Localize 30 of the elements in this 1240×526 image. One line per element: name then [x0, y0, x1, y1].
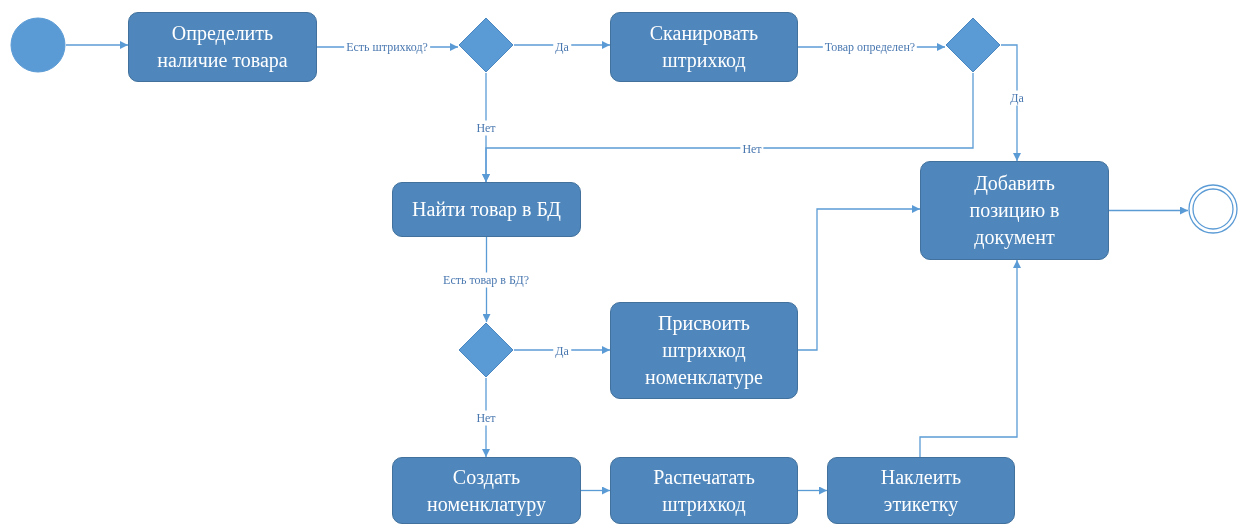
arrow	[919, 259, 1021, 458]
box-label: Найти товар в БД	[412, 197, 561, 223]
process-box	[392, 457, 581, 524]
arrow	[1108, 206, 1189, 215]
edge-label: Нет	[474, 410, 498, 426]
box-label: Наклеить этикетку	[879, 464, 963, 518]
arrow	[482, 72, 974, 183]
box-label: Добавить позицию в документ	[968, 171, 1061, 251]
process-box	[392, 182, 581, 237]
arrow	[797, 486, 828, 495]
edge-label: Нет	[474, 120, 498, 136]
process-box	[920, 161, 1109, 260]
arrow	[65, 41, 129, 49]
process-box	[827, 457, 1015, 524]
arrow	[1000, 44, 1021, 162]
box-label: Определить наличие товара	[156, 21, 289, 74]
process-box	[610, 302, 798, 399]
process-box	[610, 457, 798, 524]
box-label: Сканировать штрихкод	[648, 21, 760, 74]
arrow	[580, 486, 611, 495]
process-box	[128, 12, 317, 82]
arrow	[513, 41, 611, 49]
arrow	[513, 346, 611, 354]
box-label: Создать номенклатуру	[426, 464, 547, 518]
process-box	[610, 12, 798, 82]
edge-label: Да	[1008, 90, 1026, 106]
box-label: Присвоить штрихкод номенклатуре	[644, 311, 764, 391]
edge-label: Есть товар в БД?	[441, 272, 531, 288]
box-label: Распечатать штрихкод	[652, 464, 756, 518]
arrow	[797, 205, 921, 351]
